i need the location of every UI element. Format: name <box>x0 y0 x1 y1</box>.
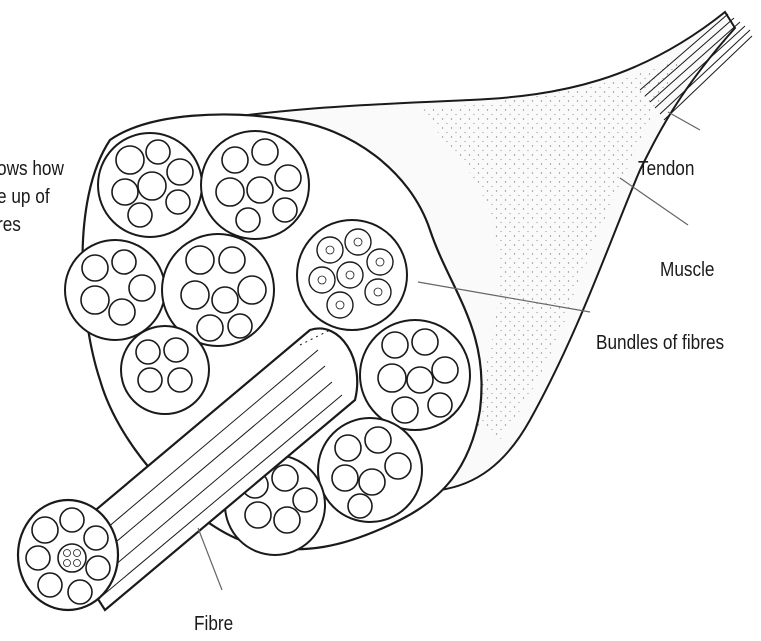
leader-muscle <box>620 178 688 225</box>
label-bundles-of-fibres: Bundles of fibres <box>596 331 724 355</box>
bundle-highlighted <box>297 220 407 330</box>
leader-tendon <box>668 112 700 130</box>
bundle-2 <box>201 131 309 239</box>
leader-fibre <box>198 528 222 590</box>
caption-line-3: res <box>0 211 64 239</box>
caption-line-1: ows how <box>0 155 64 183</box>
bundle-6 <box>318 418 422 522</box>
bundle-5 <box>360 320 470 430</box>
label-muscle: Muscle <box>660 258 714 282</box>
label-fibre: Fibre <box>194 612 233 636</box>
label-tendon: Tendon <box>638 157 694 181</box>
bundle-8 <box>121 326 209 414</box>
partial-caption: ows how e up of res <box>0 155 64 239</box>
bundle-3 <box>65 240 165 340</box>
bundle-1 <box>98 133 202 237</box>
caption-line-2: e up of <box>0 183 64 211</box>
